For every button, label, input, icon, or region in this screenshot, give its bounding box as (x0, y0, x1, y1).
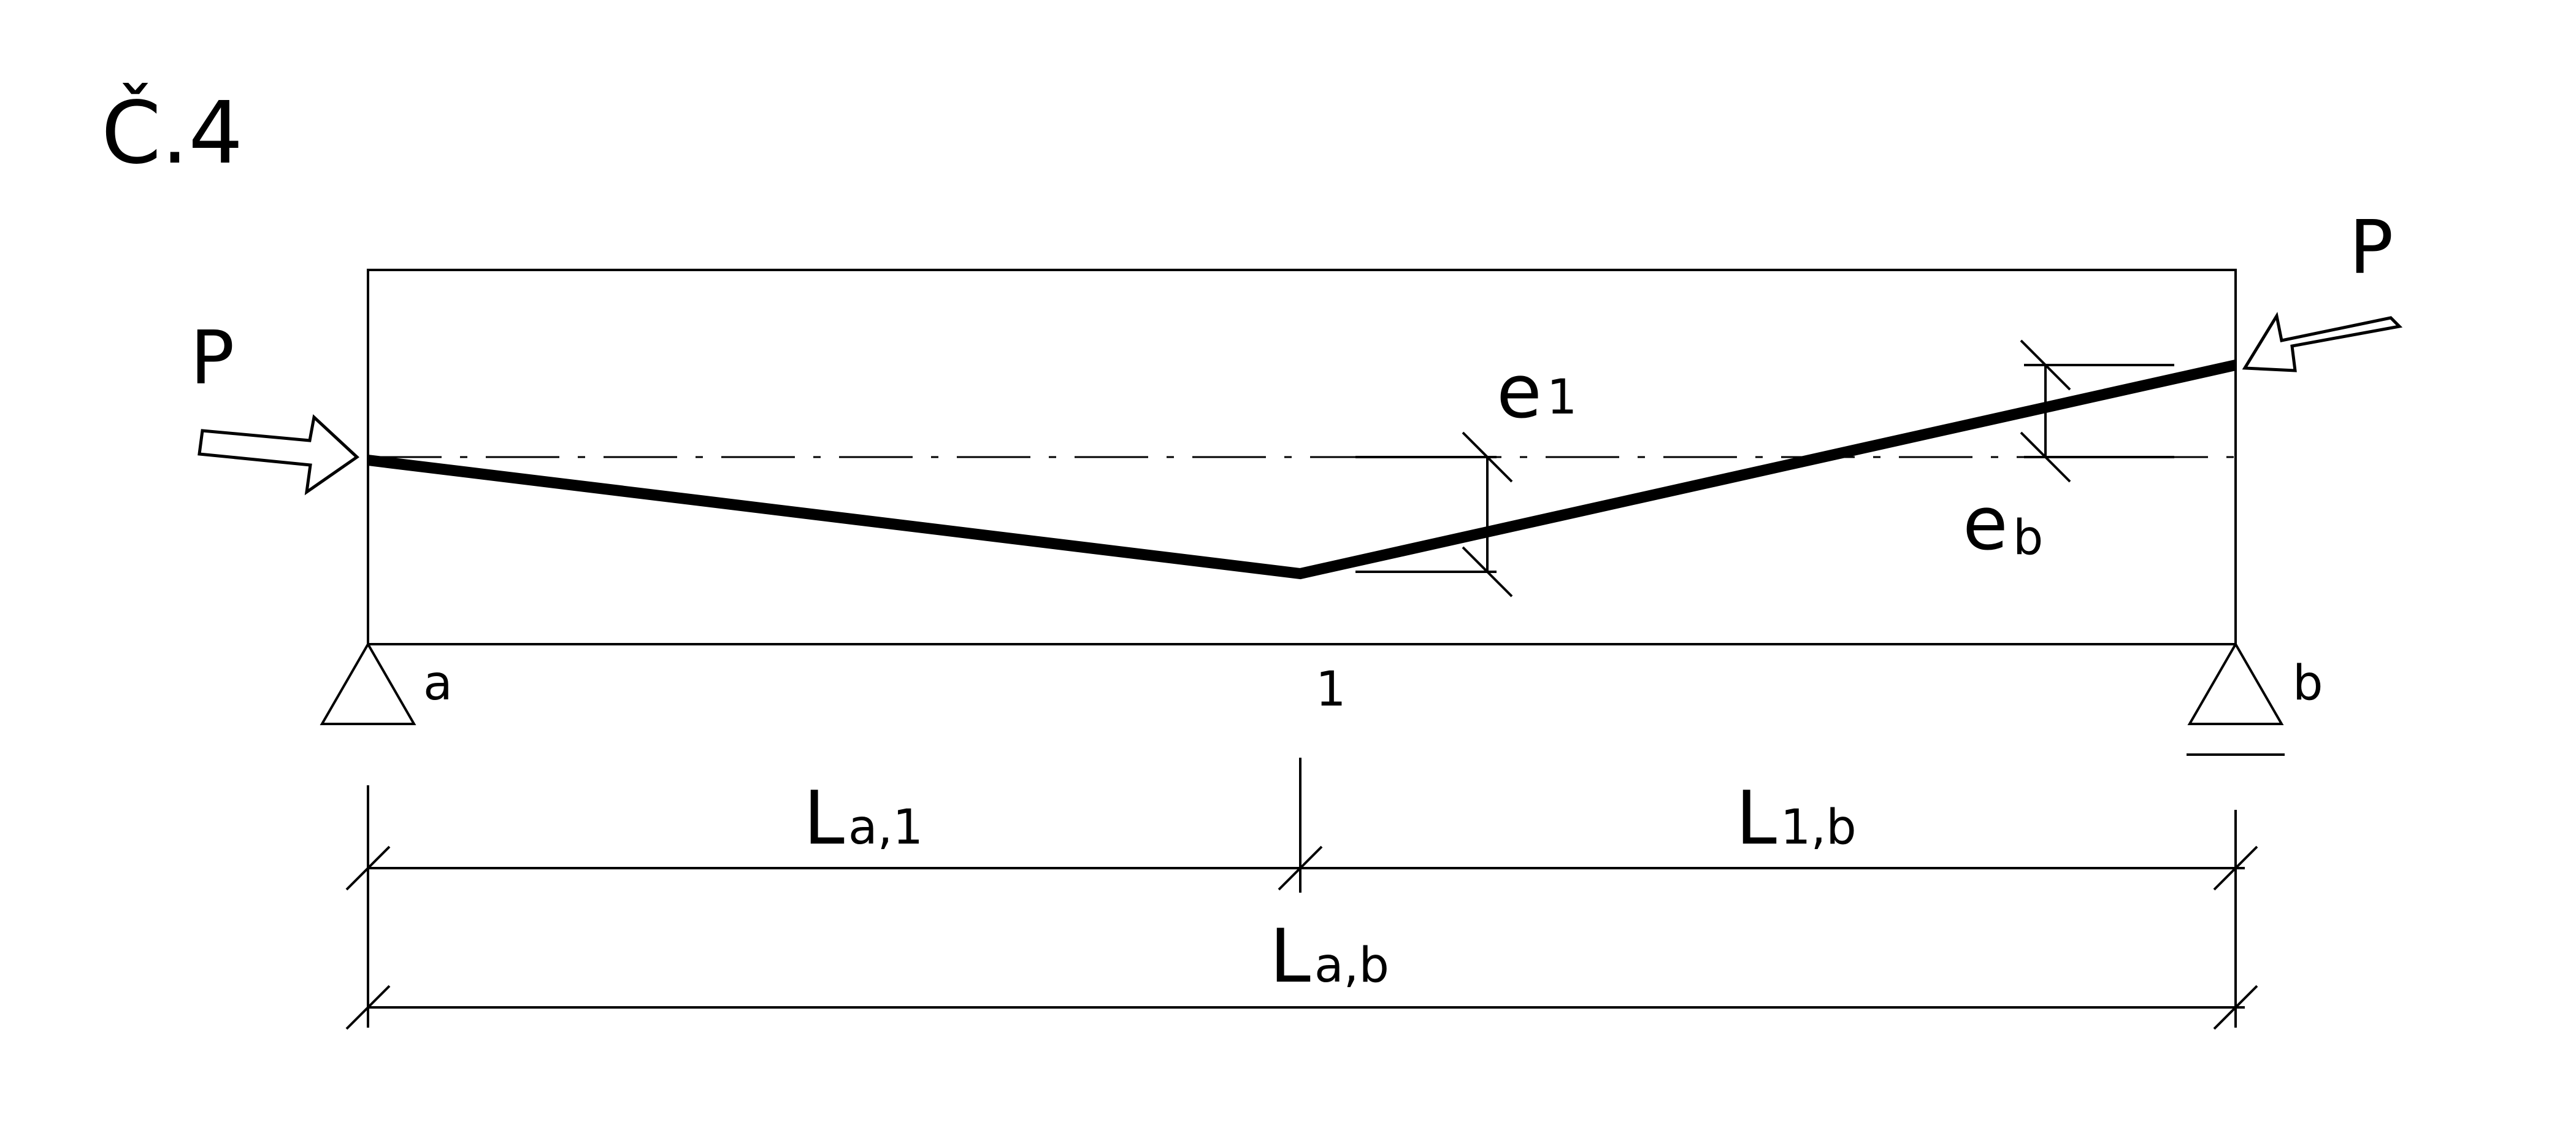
tendon-profile (367, 360, 2237, 580)
support-b-label: b (2293, 656, 2323, 711)
node-1-label: 1 (1316, 662, 1346, 717)
force-arrow-right (2242, 312, 2403, 372)
force-label-left: P (190, 316, 234, 401)
span-dimension-lines (345, 758, 2258, 1030)
eccentricity-e1-dimension (1355, 431, 1513, 598)
force-arrow-left (197, 414, 359, 496)
support-a-label: a (423, 656, 453, 711)
support-b-roller (2187, 641, 2284, 725)
support-a-pin (320, 641, 416, 725)
eccentricity-eb-dimension (2020, 339, 2174, 483)
figure-title: Č.4 (101, 82, 243, 183)
span-ab-label: La,b (1270, 914, 1389, 999)
force-label-right: P (2349, 206, 2393, 291)
span-1b-label: L1,b (1736, 776, 1857, 861)
span-a1-label: La,1 (803, 776, 923, 861)
